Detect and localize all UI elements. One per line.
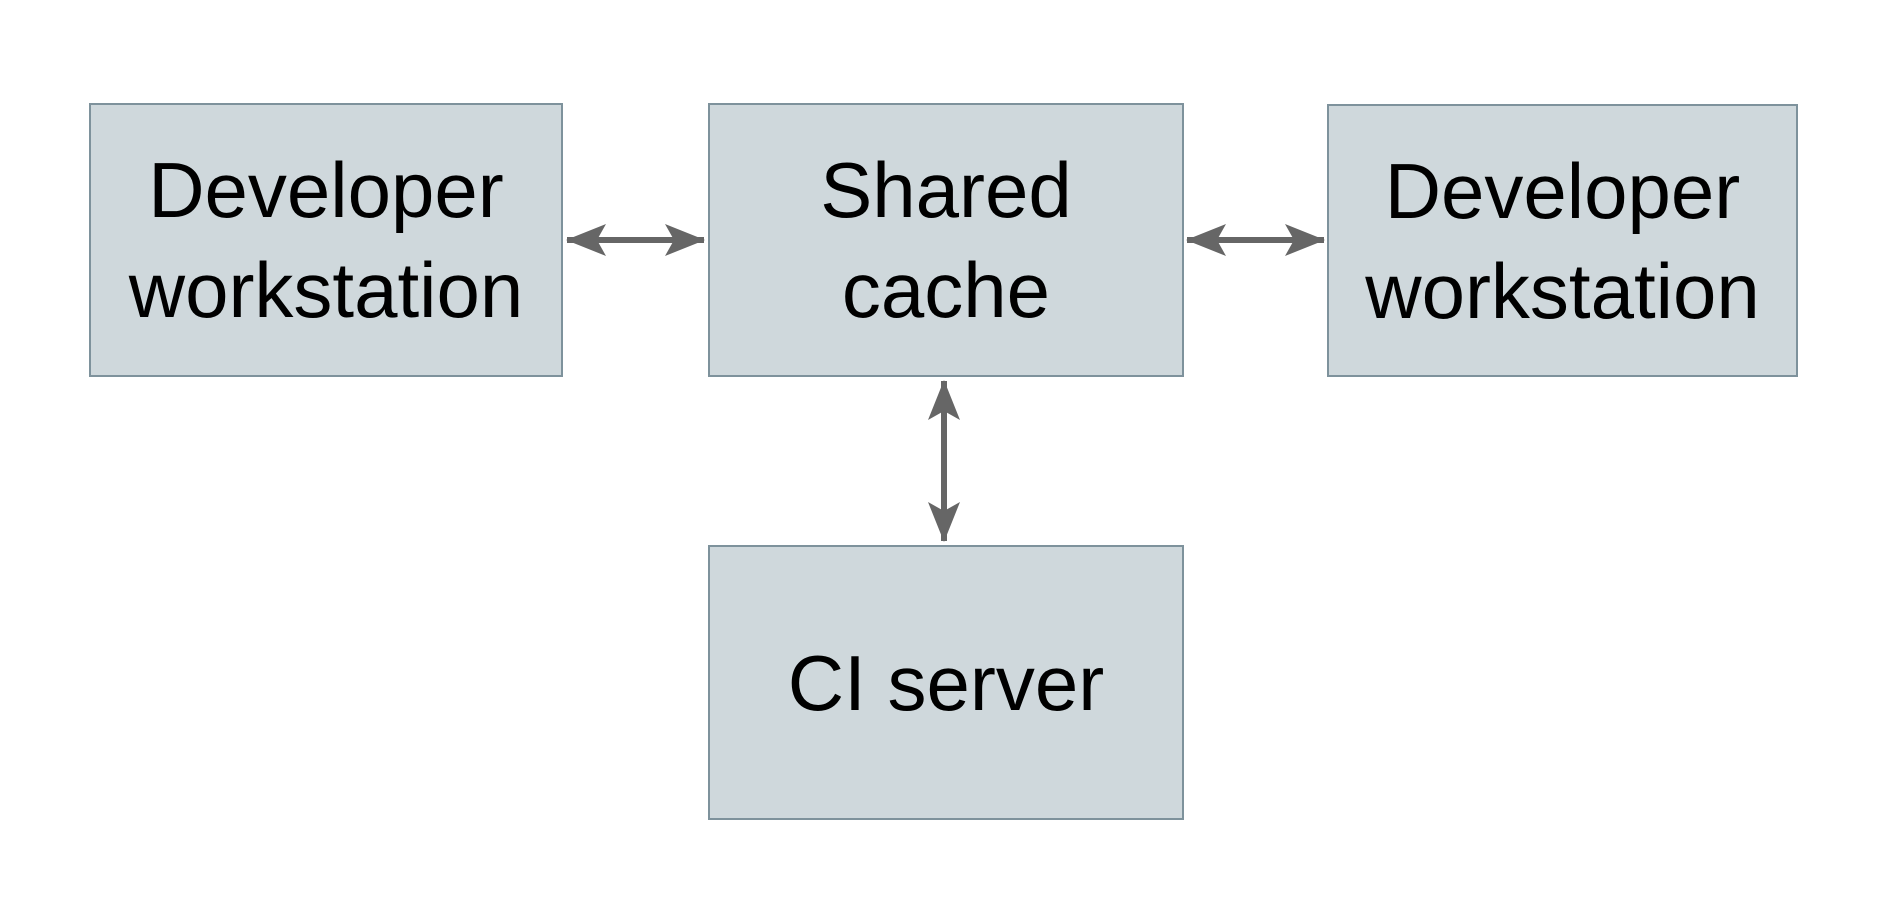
node-label-line: workstation	[128, 246, 524, 334]
node-ci-server: CI server	[708, 545, 1184, 820]
node-label: CI server	[788, 633, 1104, 733]
node-label: Developer workstation	[129, 140, 524, 340]
node-label-line: CI server	[787, 638, 1105, 727]
node-label: Developer workstation	[1365, 141, 1760, 341]
node-label: Shared cache	[820, 140, 1072, 340]
node-label-line: Developer	[148, 146, 504, 234]
node-developer-workstation-left: Developer workstation	[89, 103, 563, 377]
node-developer-workstation-right: Developer workstation	[1327, 104, 1798, 377]
node-label-line: cache	[841, 246, 1051, 334]
node-label-line: workstation	[1365, 246, 1760, 335]
node-label-line: Developer	[1384, 146, 1741, 235]
node-shared-cache: Shared cache	[708, 103, 1184, 377]
node-label-line: Shared	[820, 146, 1072, 234]
